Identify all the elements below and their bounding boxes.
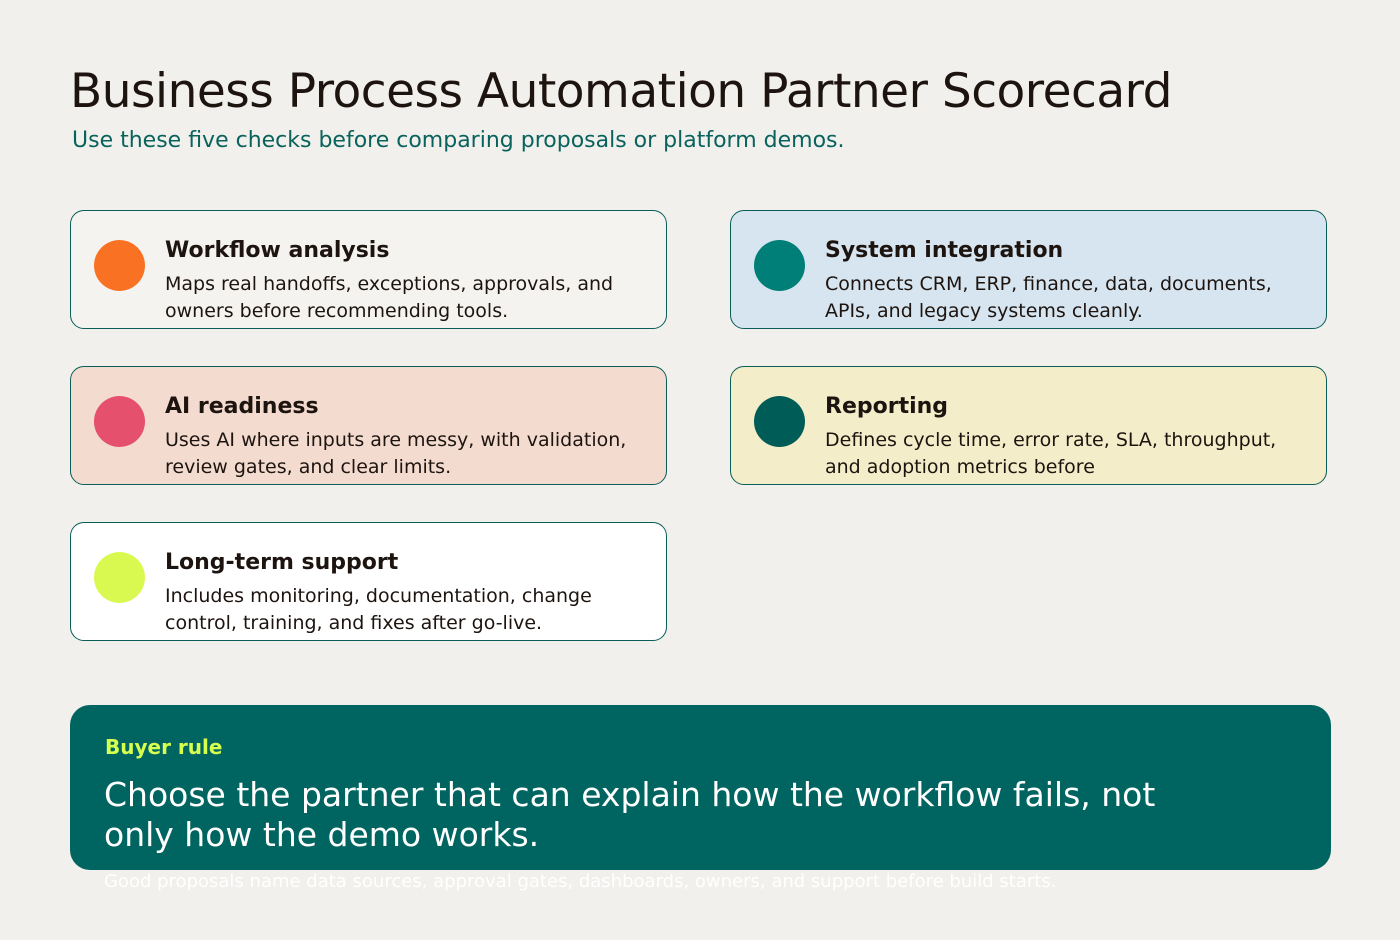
check-dot-icon <box>754 396 805 447</box>
check-description: Connects CRM, ERP, finance, data, docume… <box>825 273 1272 322</box>
check-card-long-term-support: Long-term support Includes monitoring, d… <box>70 522 667 641</box>
page-title: Business Process Automation Partner Scor… <box>70 64 1172 119</box>
check-dot-icon <box>94 552 145 603</box>
check-card-reporting: Reporting Defines cycle time, error rate… <box>730 366 1327 485</box>
check-dot-icon <box>754 240 805 291</box>
check-description: Defines cycle time, error rate, SLA, thr… <box>825 429 1277 478</box>
check-title: Long-term support <box>165 550 399 575</box>
check-card-workflow-analysis: Workflow analysis Maps real handoffs, ex… <box>70 210 667 329</box>
check-description: Uses AI where inputs are messy, with val… <box>165 429 627 478</box>
buyer-rule-label: Buyer rule <box>105 735 223 759</box>
check-title: Reporting <box>825 394 949 419</box>
check-description: Includes monitoring, documentation, chan… <box>165 585 592 634</box>
check-card-ai-readiness: AI readiness Uses AI where inputs are me… <box>70 366 667 485</box>
check-card-system-integration: System integration Connects CRM, ERP, fi… <box>730 210 1327 329</box>
check-title: AI readiness <box>165 394 319 419</box>
buyer-rule-note: Good proposals name data sources, approv… <box>104 871 1057 892</box>
check-dot-icon <box>94 396 145 447</box>
check-title: System integration <box>825 238 1064 263</box>
page-subtitle: Use these five checks before comparing p… <box>72 128 845 153</box>
buyer-rule-panel <box>70 705 1331 870</box>
check-dot-icon <box>94 240 145 291</box>
check-title: Workflow analysis <box>165 238 390 263</box>
check-description: Maps real handoffs, exceptions, approval… <box>165 273 614 322</box>
buyer-rule-text: Choose the partner that can explain how … <box>104 775 1156 854</box>
